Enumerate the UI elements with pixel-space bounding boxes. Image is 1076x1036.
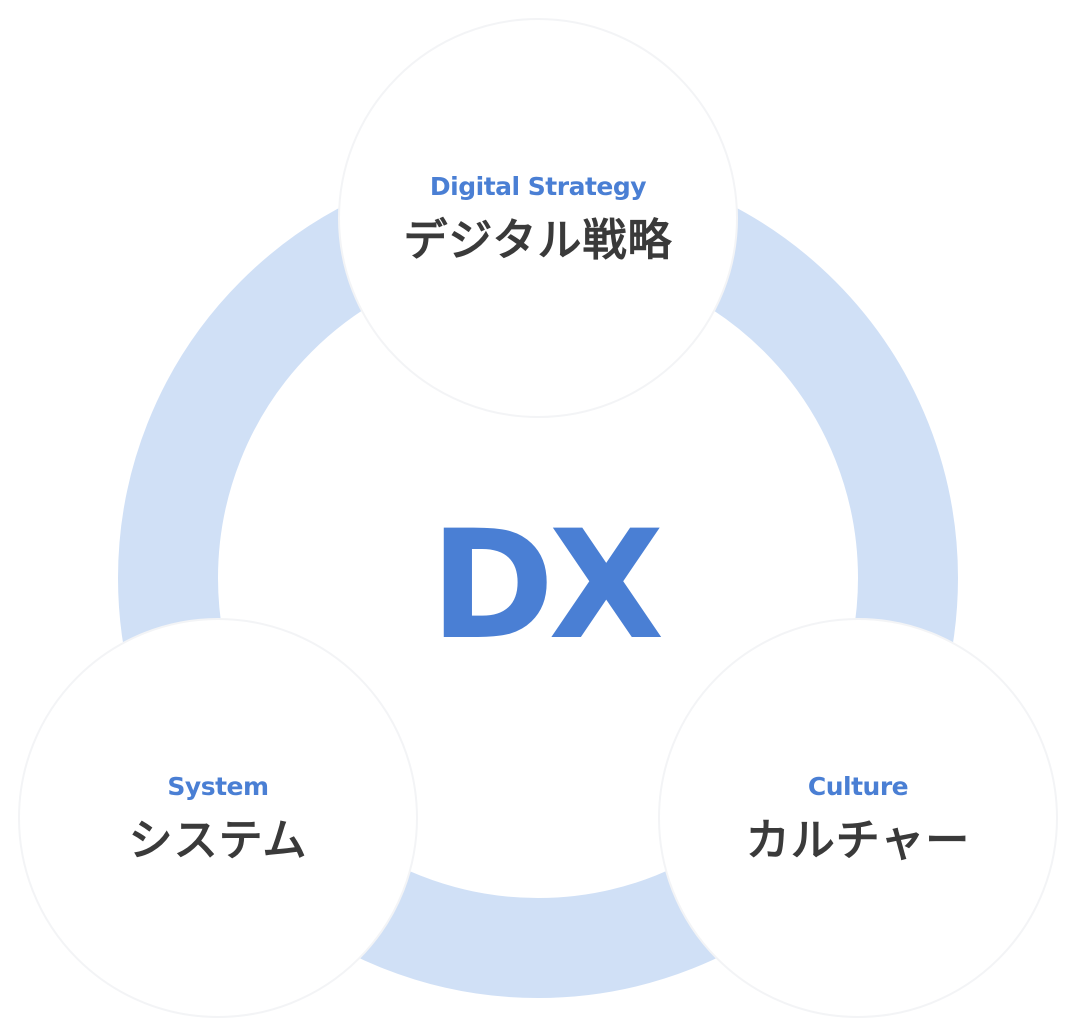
node-system-jp-label: システム — [128, 814, 308, 866]
node-digital-strategy-en-label: Digital Strategy — [429, 171, 647, 201]
node-culture: Culture カルチャー — [658, 618, 1058, 1018]
node-culture-en-label: Culture — [807, 771, 909, 801]
node-system-en-label: System — [167, 771, 269, 801]
node-digital-strategy: Digital Strategy デジタル戦略 — [338, 18, 738, 418]
node-digital-strategy-jp-label: デジタル戦略 — [403, 214, 673, 266]
node-culture-jp-label: カルチャー — [745, 814, 971, 866]
node-system: System システム — [18, 618, 418, 1018]
dx-logo: DX — [430, 499, 664, 673]
